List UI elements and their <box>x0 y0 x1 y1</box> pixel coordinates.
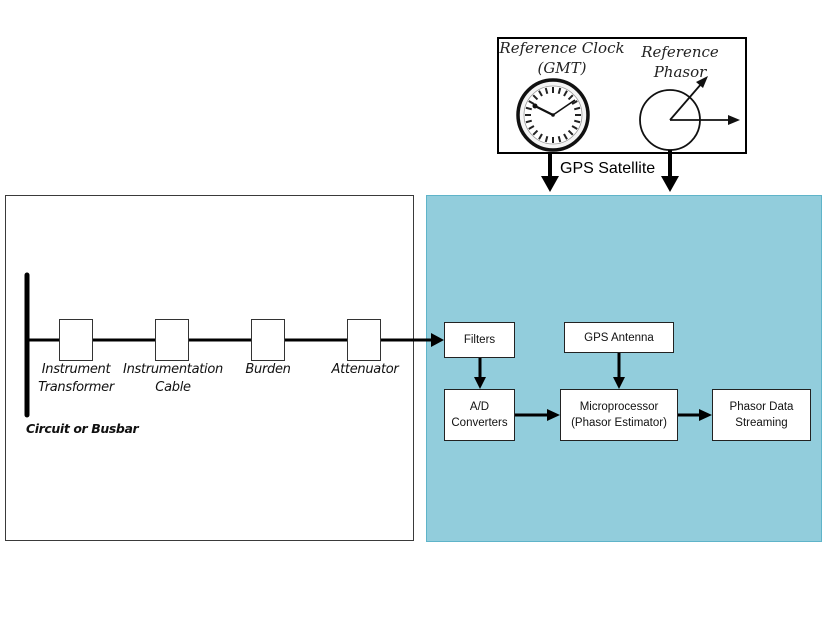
filters-block: Filters <box>444 322 515 358</box>
clock-tick <box>557 135 562 143</box>
attenuator-block <box>347 319 381 361</box>
reference-phasor-title-line2: Phasor <box>653 63 707 81</box>
ad-converters-label-line1: A/D <box>469 401 490 413</box>
clock-tick <box>563 133 568 140</box>
phasor-data-streaming-block: Phasor Data Streaming <box>712 389 811 441</box>
gps-arrow-right-head <box>661 176 679 192</box>
clock-tick <box>571 100 578 105</box>
clock-tick <box>563 90 568 97</box>
clock-tick <box>532 94 539 101</box>
attenuator-label: Attenuator <box>331 362 399 377</box>
reference-phasor-title-line1: Reference <box>641 43 719 61</box>
gps-antenna-label: GPS Antenna <box>584 331 654 344</box>
busbar-label: Circuit or Busbar <box>26 421 139 436</box>
clock-tick <box>528 100 535 105</box>
clock-tick <box>538 133 543 140</box>
clock-tick <box>544 135 549 143</box>
burden-block <box>251 319 285 361</box>
pmu-panel <box>426 195 822 542</box>
instrumentation-cable-block <box>155 319 189 361</box>
clock-tick <box>567 94 574 101</box>
instrumentation-cable-label-line2: Cable <box>155 380 191 395</box>
clock-tick <box>538 90 543 97</box>
ad-converters-label-line2: Converters <box>451 417 508 429</box>
reference-clock-title-line2: (GMT) <box>537 59 587 77</box>
clock-tick <box>573 106 581 111</box>
reference-clock-title: Reference Clock (GMT) <box>498 38 626 78</box>
clock-tick <box>571 125 578 130</box>
instrument-transformer-label-line1: Instrument <box>41 362 111 377</box>
instrumentation-cable-label: Instrumentation Cable <box>118 361 228 397</box>
gps-satellite-label: GPS Satellite <box>560 160 656 177</box>
clock-tick <box>544 87 549 95</box>
instrument-transformer-label-line2: Transformer <box>38 380 114 395</box>
clock-tick <box>528 125 535 130</box>
phasor-data-streaming-label-line2: Streaming <box>735 417 788 429</box>
reference-phasor-title: Reference Phasor <box>630 42 730 82</box>
phasor-data-streaming-label-line1: Phasor Data <box>729 401 794 413</box>
instrumentation-cable-label-line1: Instrumentation <box>123 362 223 377</box>
gps-antenna-block: GPS Antenna <box>564 322 674 353</box>
instrument-transformer-block <box>59 319 93 361</box>
phasor-icon <box>639 76 740 151</box>
microprocessor-label-line2: (Phasor Estimator) <box>571 417 667 429</box>
clock-icon <box>516 78 590 152</box>
clock-tick <box>557 87 562 95</box>
burden-label: Burden <box>245 362 291 377</box>
clock-tick <box>567 129 574 136</box>
reference-clock-title-line1: Reference Clock <box>499 39 625 57</box>
clock-tick <box>532 129 539 136</box>
instrument-transformer-label: Instrument Transformer <box>28 361 124 397</box>
clock-tick <box>573 119 581 124</box>
gps-arrow-left-head <box>541 176 559 192</box>
microprocessor-block: Microprocessor (Phasor Estimator) <box>560 389 678 441</box>
clock-tick <box>525 119 533 124</box>
ad-converters-block: A/D Converters <box>444 389 515 441</box>
clock-tick <box>525 106 533 111</box>
filters-label: Filters <box>463 334 496 346</box>
microprocessor-label-line1: Microprocessor <box>579 401 659 413</box>
field-side-panel <box>5 195 414 541</box>
